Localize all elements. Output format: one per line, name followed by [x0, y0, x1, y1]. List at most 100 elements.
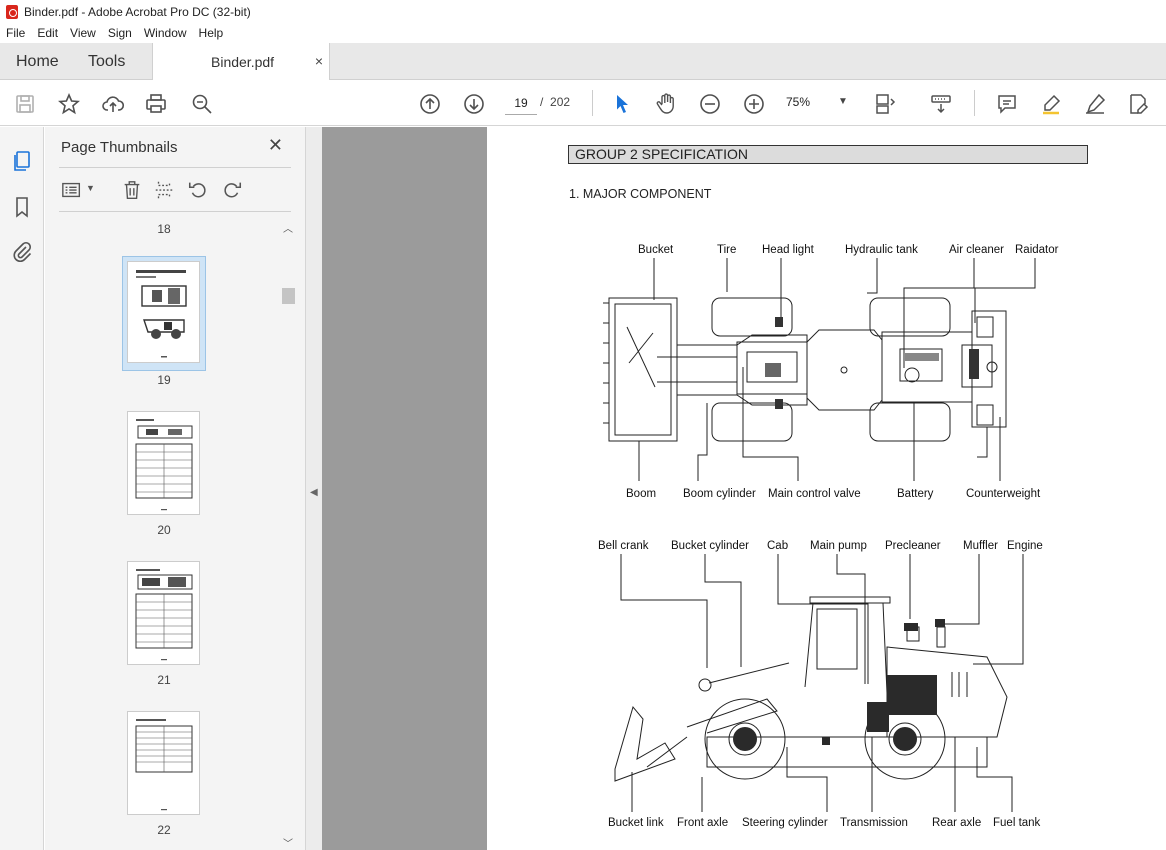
label-bucket: Bucket	[638, 244, 674, 256]
thumbnail-options-icon[interactable]	[61, 179, 83, 201]
draw-signature-icon[interactable]	[1082, 91, 1108, 117]
title-bar: Binder.pdf - Adobe Acrobat Pro DC (32-bi…	[0, 0, 1166, 23]
highlight-pen-icon[interactable]	[1038, 91, 1064, 117]
main-toolbar	[0, 80, 1166, 126]
zoom-in-icon[interactable]	[741, 91, 767, 117]
toolbar-divider	[592, 90, 593, 116]
thumbnail-label: 22	[157, 823, 171, 837]
label-fuel-tank: Fuel tank	[993, 817, 1041, 829]
label-battery: Battery	[897, 488, 934, 500]
menu-bar: File Edit View Sign Window Help	[0, 23, 1166, 43]
attachments-icon[interactable]	[10, 240, 34, 264]
collapse-arrow-icon[interactable]: ◀	[310, 487, 318, 498]
label-counterweight: Counterweight	[966, 488, 1041, 500]
label-bucket-link: Bucket link	[608, 817, 664, 829]
navigation-rail	[0, 127, 44, 850]
thumbnail-label: 19	[157, 373, 171, 387]
scroll-down-icon[interactable]: ﹀	[283, 839, 293, 850]
close-tab-icon[interactable]: ×	[314, 53, 323, 69]
label-main-pump: Main pump	[810, 540, 867, 552]
menu-file[interactable]: File	[6, 26, 26, 40]
edit-pdf-icon[interactable]	[1125, 91, 1151, 117]
tab-tools[interactable]: Tools	[88, 53, 126, 70]
menu-window[interactable]: Window	[143, 26, 187, 40]
thumbnail-label: 21	[157, 673, 171, 687]
label-rear-axle: Rear axle	[932, 817, 982, 829]
close-panel-icon[interactable]: ✕	[267, 135, 283, 155]
thumbnail-label: 20	[157, 523, 171, 537]
label-steering-cylinder: Steering cylinder	[742, 817, 828, 829]
label-raidator: Raidator	[1015, 244, 1059, 256]
scrollbar-thumb[interactable]	[282, 288, 295, 304]
upload-cloud-icon[interactable]	[100, 91, 126, 117]
menu-help[interactable]: Help	[198, 26, 224, 40]
tab-document[interactable]: Binder.pdf ×	[152, 43, 330, 80]
group-title: GROUP 2 SPECIFICATION	[568, 145, 1088, 164]
label-boom: Boom	[626, 488, 657, 500]
print-icon[interactable]	[143, 91, 169, 117]
tab-home[interactable]: Home	[16, 53, 59, 70]
acrobat-icon	[6, 4, 18, 19]
extract-pages-icon[interactable]	[153, 179, 175, 201]
page-separator-slash: /	[540, 95, 544, 109]
panel-collapse-splitter[interactable]: ◀	[305, 127, 322, 850]
menu-edit[interactable]: Edit	[37, 26, 59, 40]
select-cursor-icon[interactable]	[609, 91, 635, 117]
previous-page-icon[interactable]	[417, 91, 443, 117]
hand-tool-icon[interactable]	[653, 91, 679, 117]
thumbnail-options-dropdown-icon[interactable]: ▼	[86, 183, 95, 193]
rotate-clockwise-icon[interactable]	[221, 179, 243, 201]
label-muffler: Muffler	[963, 540, 998, 552]
page-thumbnails-icon[interactable]	[10, 149, 34, 173]
scroll-up-icon[interactable]: ︿	[283, 224, 293, 235]
label-engine: Engine	[1007, 540, 1043, 552]
zoom-out-icon[interactable]	[697, 91, 723, 117]
loader-top-view-drawing	[603, 258, 1036, 812]
rotate-counterclockwise-icon[interactable]	[187, 179, 209, 201]
page-number-input[interactable]: 19	[505, 91, 537, 115]
panel-title: Page Thumbnails	[61, 139, 178, 156]
page-separator: / 202	[540, 95, 570, 109]
page-thumbnail-20[interactable]	[127, 411, 200, 515]
section-heading: 1. MAJOR COMPONENT	[569, 187, 712, 201]
thumbnail-label: 18	[157, 222, 171, 236]
total-pages: 202	[550, 95, 571, 109]
panel-divider	[59, 167, 291, 168]
bookmark-star-icon[interactable]	[56, 91, 82, 117]
fit-page-icon[interactable]	[871, 91, 897, 117]
label-bucket-cylinder: Bucket cylinder	[671, 540, 749, 552]
label-air-cleaner: Air cleaner	[949, 244, 1004, 256]
document-background	[322, 127, 487, 850]
thumbnail-scrollbar[interactable]: ︿ ﹀	[280, 220, 296, 850]
toolbar-divider	[974, 90, 975, 116]
save-icon[interactable]	[12, 91, 38, 117]
label-cab: Cab	[767, 540, 789, 552]
next-page-icon[interactable]	[461, 91, 487, 117]
label-front-axle: Front axle	[677, 817, 729, 829]
menu-sign[interactable]: Sign	[107, 26, 132, 40]
tab-document-label: Binder.pdf	[211, 54, 275, 70]
document-page: GROUP 2 SPECIFICATION 1. MAJOR COMPONENT…	[487, 127, 1166, 850]
label-precleaner: Precleaner	[885, 540, 941, 552]
panel-divider	[59, 211, 291, 212]
page-thumbnail-21[interactable]	[127, 561, 200, 665]
zoom-level[interactable]: 75%	[786, 95, 811, 109]
page-thumbnail-22[interactable]	[127, 711, 200, 815]
label-bell-crank: Bell crank	[598, 540, 649, 552]
label-hydraulic-tank: Hydraulic tank	[845, 244, 918, 256]
label-head-light: Head light	[762, 244, 814, 256]
page-thumbnail-19[interactable]	[127, 261, 200, 363]
zoom-search-icon[interactable]	[189, 91, 215, 117]
window-title: Binder.pdf - Adobe Acrobat Pro DC (32-bi…	[24, 4, 251, 19]
delete-page-icon[interactable]	[121, 179, 143, 201]
zoom-dropdown-icon[interactable]: ▼	[838, 96, 848, 107]
label-transmission: Transmission	[840, 817, 908, 829]
bookmarks-icon[interactable]	[10, 195, 34, 219]
tab-bar: Home Tools Binder.pdf ×	[0, 43, 1166, 80]
comment-icon[interactable]	[994, 91, 1020, 117]
label-tire: Tire	[717, 244, 737, 256]
label-boom-cylinder: Boom cylinder	[683, 488, 756, 500]
scroll-mode-icon[interactable]	[928, 91, 954, 117]
label-main-control-valve: Main control valve	[768, 488, 861, 500]
menu-view[interactable]: View	[70, 26, 96, 40]
